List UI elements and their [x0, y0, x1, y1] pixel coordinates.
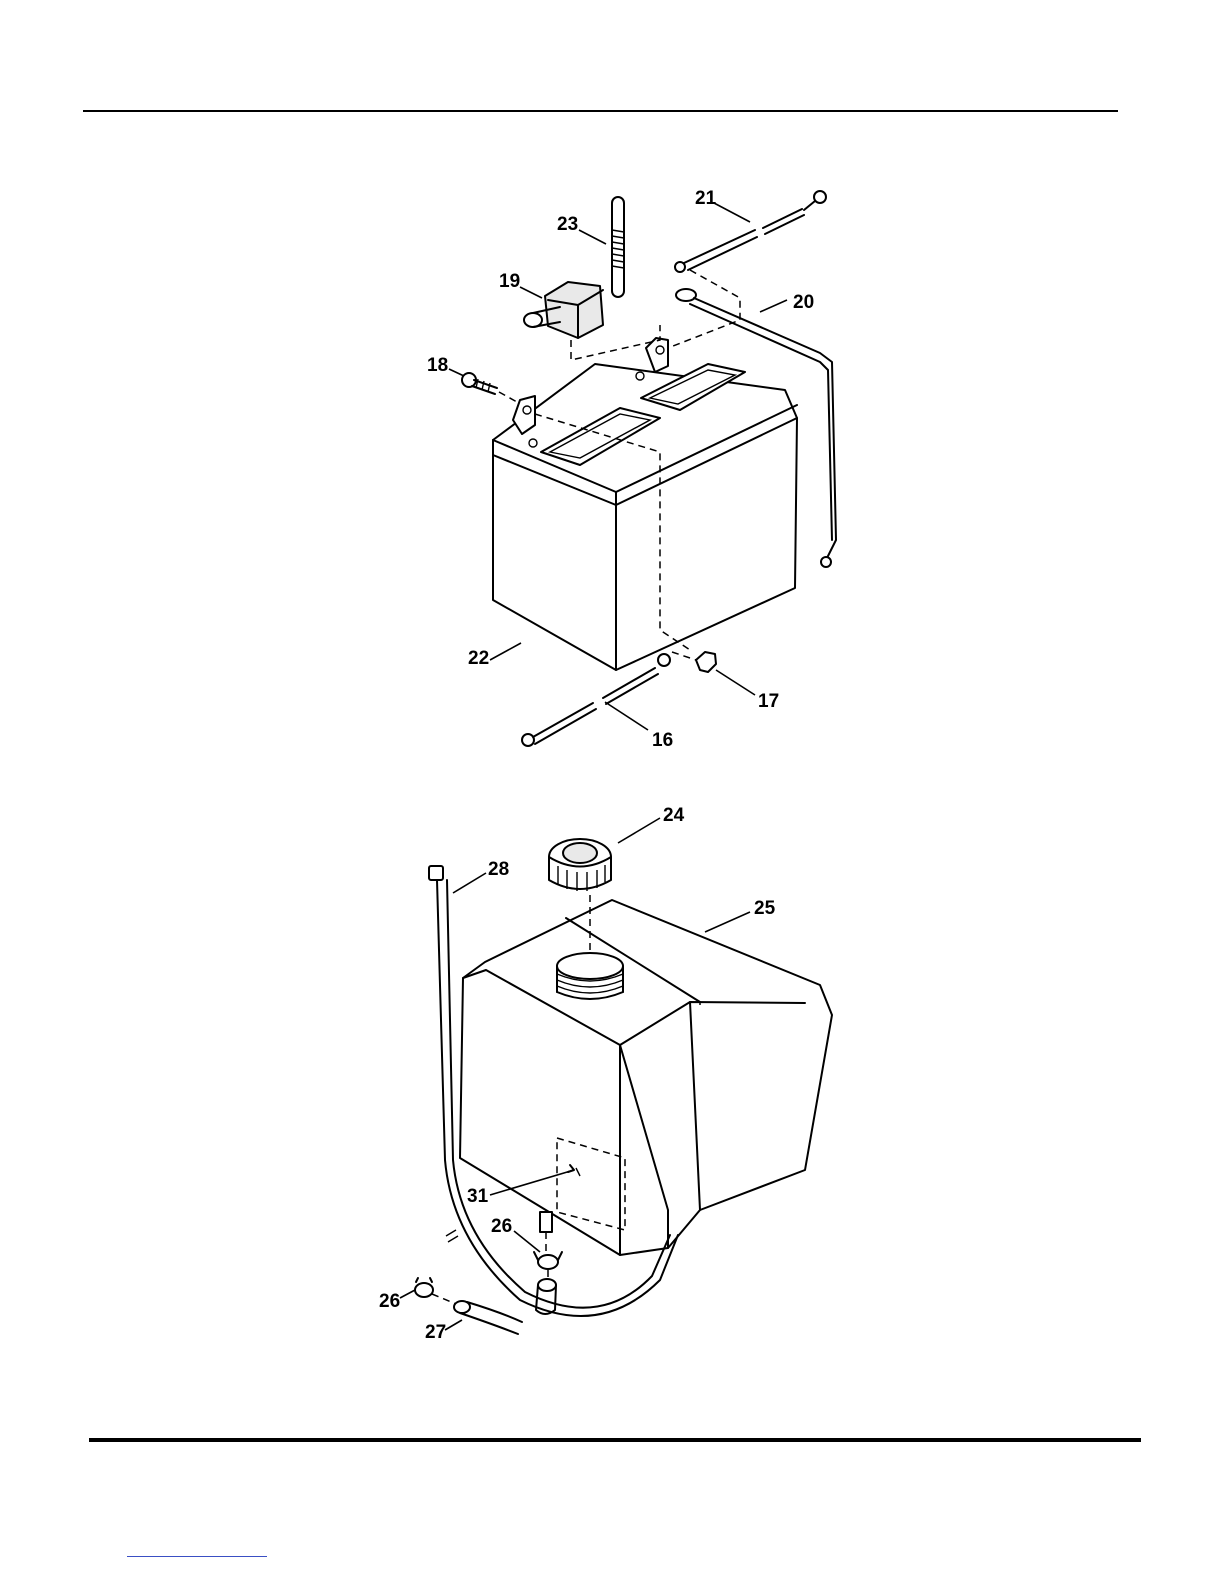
callout-28: 28 — [488, 859, 509, 880]
hold-down-block — [524, 282, 603, 338]
leader-18 — [449, 369, 464, 376]
callout-18: 18 — [427, 355, 448, 376]
leader-19 — [520, 287, 542, 298]
leader-25 — [705, 912, 750, 932]
leader-23 — [579, 230, 606, 244]
callout-26-lower: 26 — [379, 1291, 400, 1312]
callout-23: 23 — [557, 214, 578, 235]
leader-20 — [760, 300, 787, 312]
negative-cable — [522, 654, 670, 746]
callout-19: 19 — [499, 271, 520, 292]
bolt — [462, 373, 517, 402]
callout-17: 17 — [758, 691, 779, 712]
leader-26b — [400, 1290, 415, 1298]
callout-24: 24 — [663, 805, 685, 826]
leader-17 — [716, 670, 755, 695]
fuel-cap — [549, 839, 611, 891]
wing-nut — [672, 652, 716, 672]
fuel-tank-assembly — [400, 818, 832, 1334]
hose-clamp-lower — [415, 1278, 456, 1304]
leader-21 — [714, 203, 750, 222]
callout-26-upper: 26 — [491, 1216, 512, 1237]
fuel-tank — [460, 895, 832, 1255]
hose-clamp-upper — [534, 1252, 562, 1280]
fuel-hose — [454, 1301, 522, 1334]
callout-27: 27 — [425, 1322, 446, 1343]
battery — [493, 325, 797, 670]
callout-31: 31 — [467, 1186, 489, 1207]
hold-down-rod — [612, 197, 624, 297]
callout-20: 20 — [793, 292, 814, 313]
positive-cable — [668, 191, 826, 348]
leader-24 — [618, 818, 660, 843]
callout-21: 21 — [695, 188, 717, 209]
leader-28 — [453, 873, 486, 893]
callout-22: 22 — [468, 648, 489, 669]
leader-22 — [490, 643, 521, 660]
callout-16: 16 — [652, 730, 673, 751]
callout-25: 25 — [754, 898, 776, 919]
leader-16 — [605, 702, 648, 730]
leader-26a — [514, 1231, 540, 1252]
leader-27 — [445, 1320, 462, 1330]
